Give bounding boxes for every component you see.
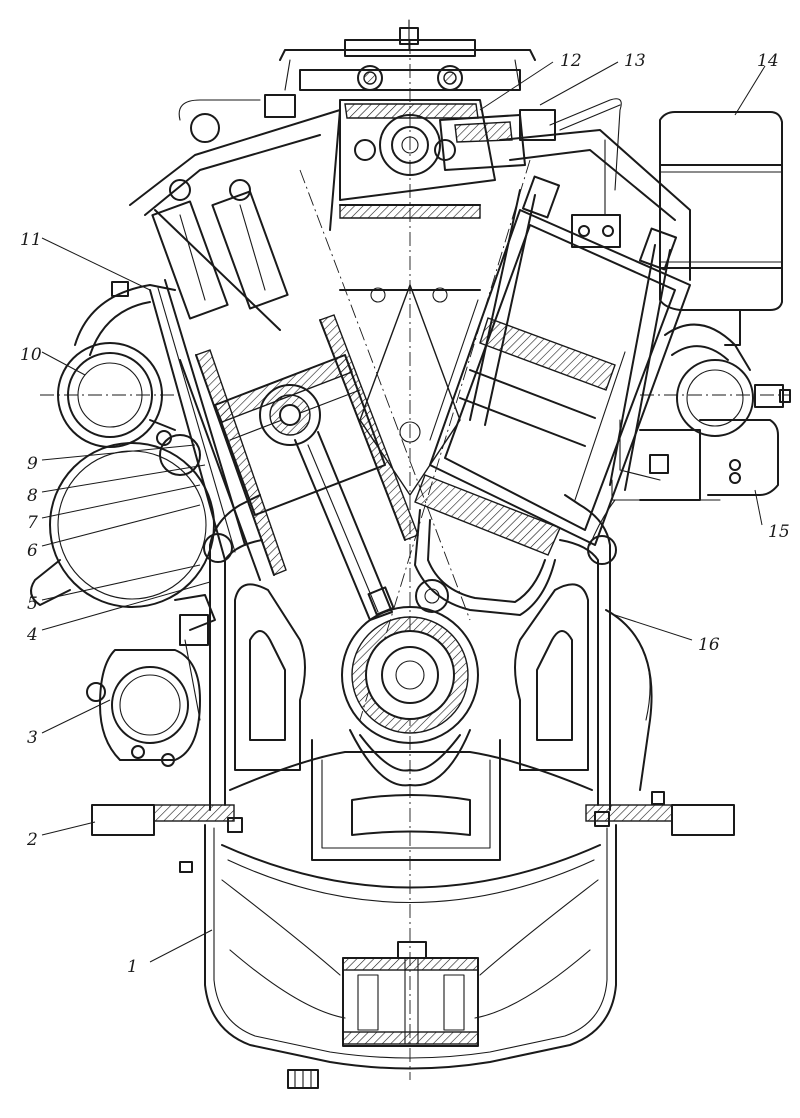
callout-2: 2 <box>26 830 38 850</box>
callout-9: 9 <box>27 454 38 474</box>
leader-3 <box>41 699 111 734</box>
leader-7 <box>41 484 201 519</box>
leader-10 <box>41 351 86 376</box>
leader-15 <box>754 489 763 526</box>
leader-16 <box>614 614 693 641</box>
leader-6 <box>41 504 201 547</box>
callout-10: 10 <box>20 345 42 365</box>
air-filter <box>659 111 783 346</box>
right-exhaust-manifold <box>664 323 791 437</box>
leader-1 <box>149 929 213 963</box>
callout-16: 16 <box>698 635 720 655</box>
callout-6: 6 <box>27 541 38 561</box>
leader-11 <box>41 237 151 291</box>
callout-3: 3 <box>27 728 38 748</box>
callout-labels: 1 2 3 4 5 6 7 8 9 10 11 12 13 14 15 16 <box>20 51 790 977</box>
leader-14 <box>734 65 766 116</box>
callout-11: 11 <box>20 230 42 250</box>
left-accessories <box>30 434 665 873</box>
leader-5 <box>41 564 201 601</box>
callout-15: 15 <box>768 522 790 542</box>
left-exhaust-manifold <box>57 281 176 448</box>
oil-sump <box>204 824 617 1089</box>
callout-12: 12 <box>560 51 582 71</box>
callout-8: 8 <box>27 486 38 506</box>
leader-4 <box>41 581 211 631</box>
leader-lines <box>41 61 766 963</box>
leader-8 <box>41 464 206 493</box>
callout-1: 1 <box>127 957 138 977</box>
callout-7: 7 <box>27 513 38 533</box>
oil-filter <box>589 419 779 546</box>
callout-4: 4 <box>26 625 38 645</box>
callout-13: 13 <box>624 51 646 71</box>
leader-2 <box>41 821 96 836</box>
leader-13 <box>539 61 619 106</box>
leader-12 <box>479 61 554 111</box>
valve-gear-assembly <box>129 19 691 497</box>
crankshaft <box>341 579 479 787</box>
leader-9 <box>41 444 196 461</box>
callout-5: 5 <box>27 594 38 614</box>
callout-14: 14 <box>757 51 779 71</box>
left-cylinder-bank <box>149 279 419 621</box>
right-cylinder-bank <box>414 175 691 616</box>
